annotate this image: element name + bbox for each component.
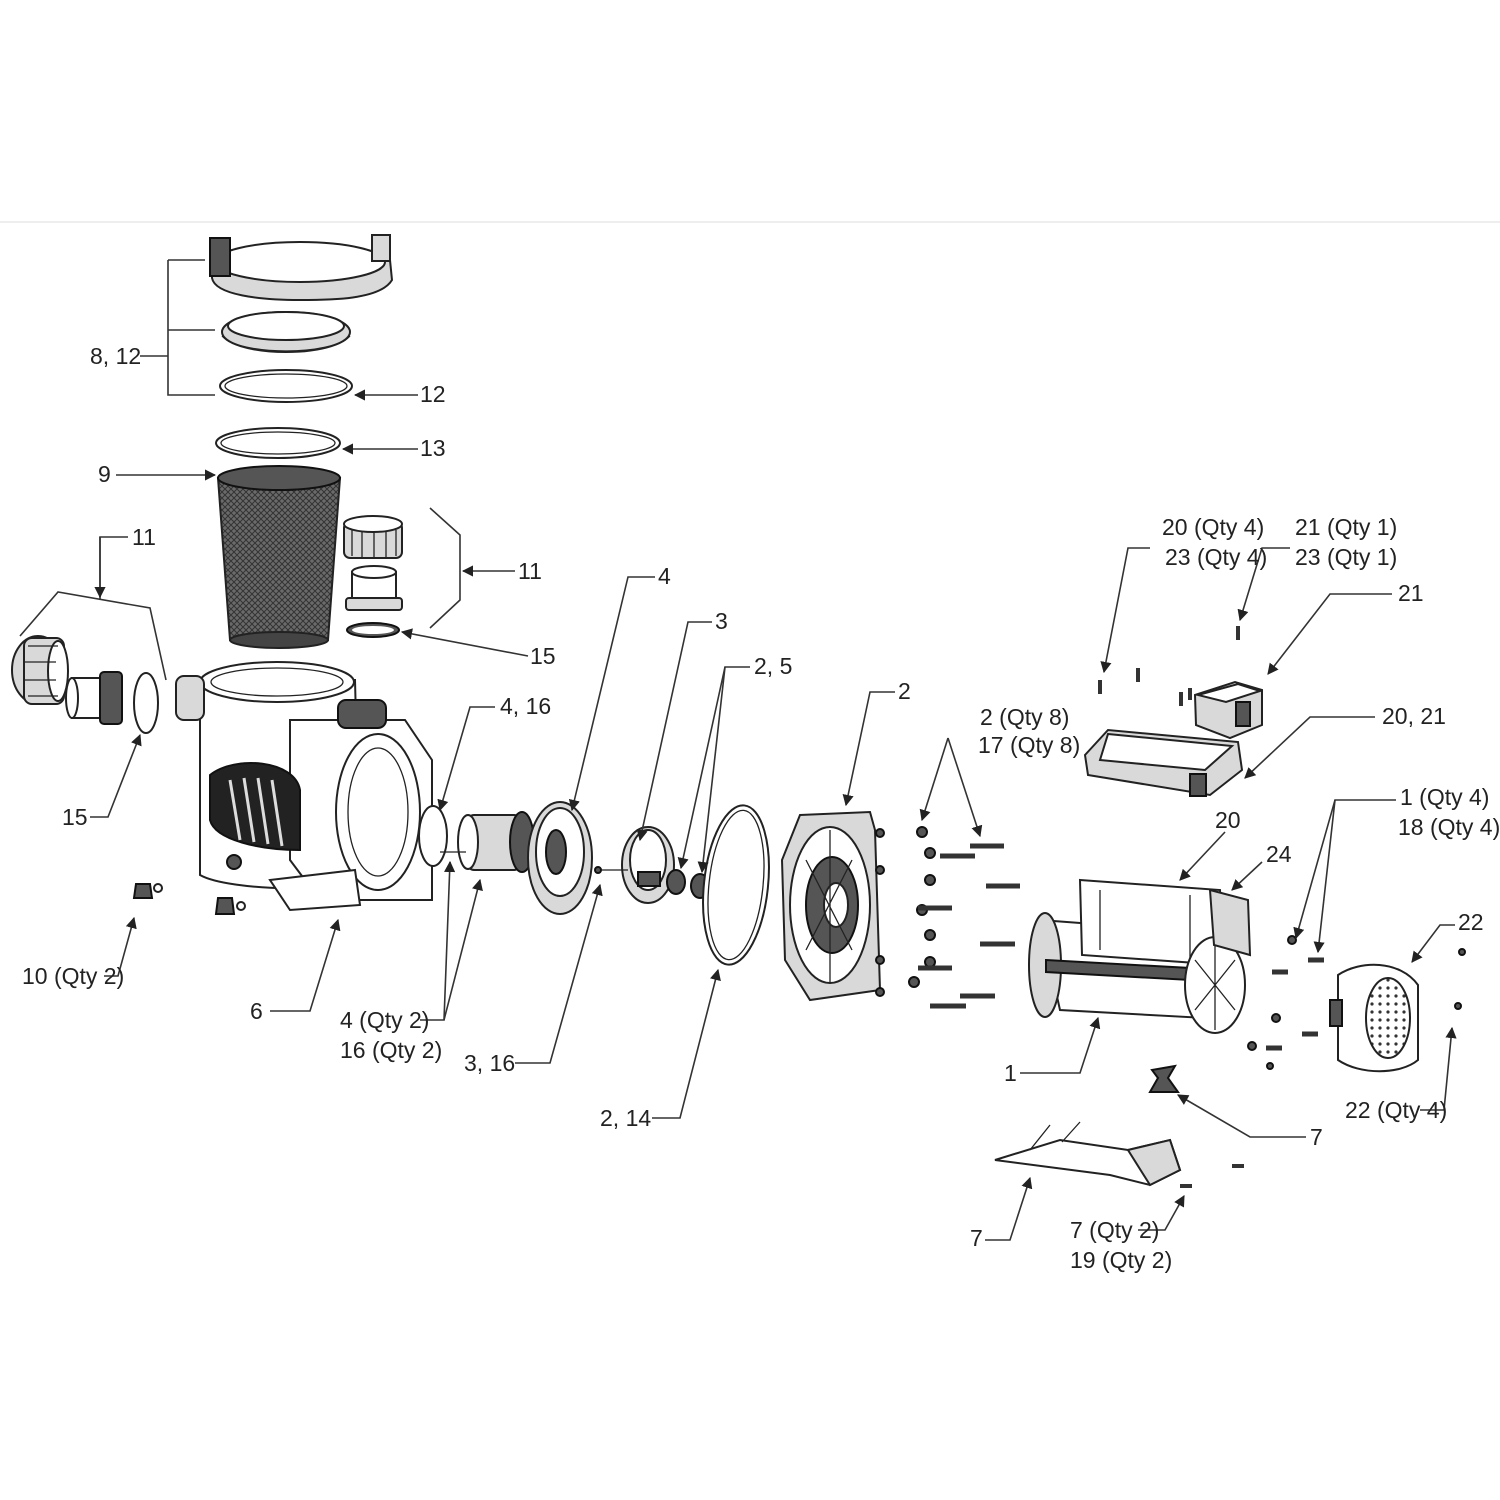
label-17-qty8: 17 (Qty 8) xyxy=(978,732,1080,758)
pump-lid xyxy=(221,311,351,353)
label-7-right: 7 xyxy=(1310,1124,1323,1150)
label-2-14: 2, 14 xyxy=(600,1105,651,1131)
shaft-seal-spring xyxy=(666,869,686,895)
label-20: 20 xyxy=(1215,807,1241,833)
label-10-qty2: 10 (Qty 2) xyxy=(22,963,124,989)
label-8-12: 8, 12 xyxy=(90,343,141,369)
diffuser-o-ring xyxy=(418,805,448,867)
label-2-5: 2, 5 xyxy=(754,653,792,679)
union-nut-left xyxy=(11,635,69,705)
union-tailpiece-right xyxy=(345,565,403,611)
label-4-16: 4, 16 xyxy=(500,693,551,719)
label-7-left: 7 xyxy=(970,1225,983,1251)
motor-bracket xyxy=(780,810,882,1002)
drain-plug-1 xyxy=(132,883,163,899)
fan-cover xyxy=(1329,963,1419,1073)
label-15-left: 15 xyxy=(62,804,88,830)
lid-locking-ring xyxy=(209,234,394,302)
label-11-left: 11 xyxy=(132,524,156,550)
label-23-qty1: 23 (Qty 1) xyxy=(1295,544,1397,570)
label-11-right: 11 xyxy=(518,558,542,584)
fan-cover-screw-2 xyxy=(1454,1002,1462,1010)
label-20-qty4: 20 (Qty 4) xyxy=(1162,514,1264,540)
label-20-21: 20, 21 xyxy=(1382,703,1446,729)
motor-through-bolts xyxy=(1247,935,1324,1070)
label-19-qty2: 19 (Qty 2) xyxy=(1070,1247,1172,1273)
fan-cover-screw-1 xyxy=(1458,948,1466,956)
part-labels: 8, 12 12 13 9 11 11 15 15 4, 16 4 3 2, 5… xyxy=(22,343,1500,1273)
label-9: 9 xyxy=(98,461,111,487)
label-2-qty8: 2 (Qty 8) xyxy=(980,704,1069,730)
motor xyxy=(1028,878,1252,1034)
seal-plate xyxy=(527,801,593,915)
label-21: 21 xyxy=(1398,580,1424,606)
label-15-right: 15 xyxy=(530,643,556,669)
union-o-ring-left xyxy=(133,672,159,734)
label-21-qty1: 21 (Qty 1) xyxy=(1295,514,1397,540)
mounting-clip xyxy=(1148,1064,1180,1093)
union-nut-right xyxy=(343,515,403,559)
label-1-qty4: 1 (Qty 4) xyxy=(1400,784,1489,810)
label-23-qty4: 23 (Qty 4) xyxy=(1165,544,1267,570)
label-2: 2 xyxy=(898,678,911,704)
label-12: 12 xyxy=(420,381,446,407)
label-22-qty4: 22 (Qty 4) xyxy=(1345,1097,1447,1123)
label-18-qty4: 18 (Qty 4) xyxy=(1398,814,1500,840)
label-13: 13 xyxy=(420,435,446,461)
impeller xyxy=(594,826,675,904)
label-3-16: 3, 16 xyxy=(464,1050,515,1076)
diffuser xyxy=(440,811,535,873)
lid-o-ring xyxy=(219,369,353,403)
label-16-qty2: 16 (Qty 2) xyxy=(340,1037,442,1063)
label-4-qty2: 4 (Qty 2) xyxy=(340,1007,429,1033)
bracket-bolts xyxy=(918,843,1020,1009)
drain-plug-2 xyxy=(214,897,246,915)
union-tailpiece-left xyxy=(65,671,123,725)
label-4: 4 xyxy=(658,563,671,589)
keypad-cover xyxy=(1193,680,1264,740)
drive-lid xyxy=(1083,728,1244,797)
label-6: 6 xyxy=(250,998,263,1024)
basket-o-ring xyxy=(215,427,341,459)
housing-o-ring xyxy=(702,804,770,966)
label-3: 3 xyxy=(715,608,728,634)
pump-housing xyxy=(175,661,433,912)
label-1: 1 xyxy=(1004,1060,1017,1086)
leader-lines xyxy=(19,259,1457,1241)
label-22: 22 xyxy=(1458,909,1484,935)
lid-screws xyxy=(1098,626,1240,706)
bracket-washers xyxy=(875,826,936,997)
motor-base xyxy=(994,1121,1182,1187)
label-24: 24 xyxy=(1266,841,1292,867)
label-7-qty2: 7 (Qty 2) xyxy=(1070,1217,1159,1243)
strainer-basket xyxy=(216,465,342,649)
